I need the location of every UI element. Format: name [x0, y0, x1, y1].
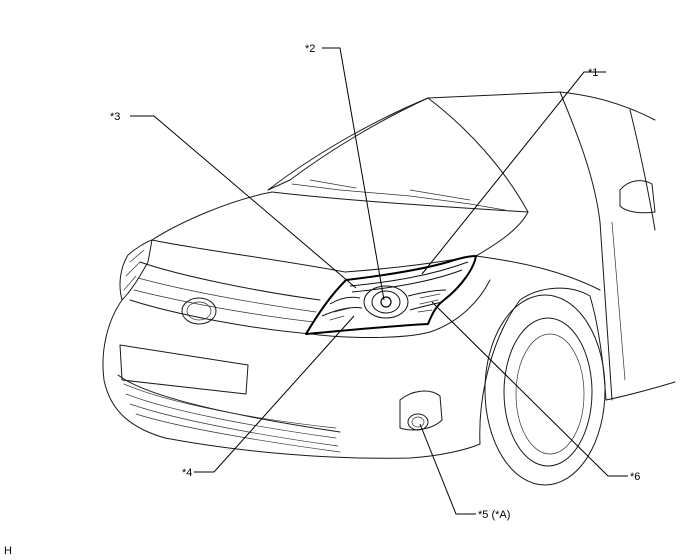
leader-line-5: [419, 423, 476, 515]
corner-mark: H: [4, 545, 12, 557]
callout-5: *5 (*A): [478, 509, 510, 521]
leader-lines: [130, 47, 628, 515]
callout-labels: *1 *2 *3 *4 *5 (*A) *6 H: [4, 43, 640, 557]
leader-line-6: [431, 301, 628, 477]
leader-line-2: [322, 47, 385, 301]
callout-3: *3: [110, 111, 120, 123]
callout-2: *2: [305, 43, 315, 55]
callout-6: *6: [630, 471, 640, 483]
headlamp-assembly: [305, 255, 477, 335]
leader-line-1: [421, 71, 606, 275]
leader-line-3: [130, 115, 357, 289]
leader-line-4: [194, 315, 355, 473]
callout-1: *1: [588, 67, 598, 79]
callout-4: *4: [182, 467, 192, 479]
